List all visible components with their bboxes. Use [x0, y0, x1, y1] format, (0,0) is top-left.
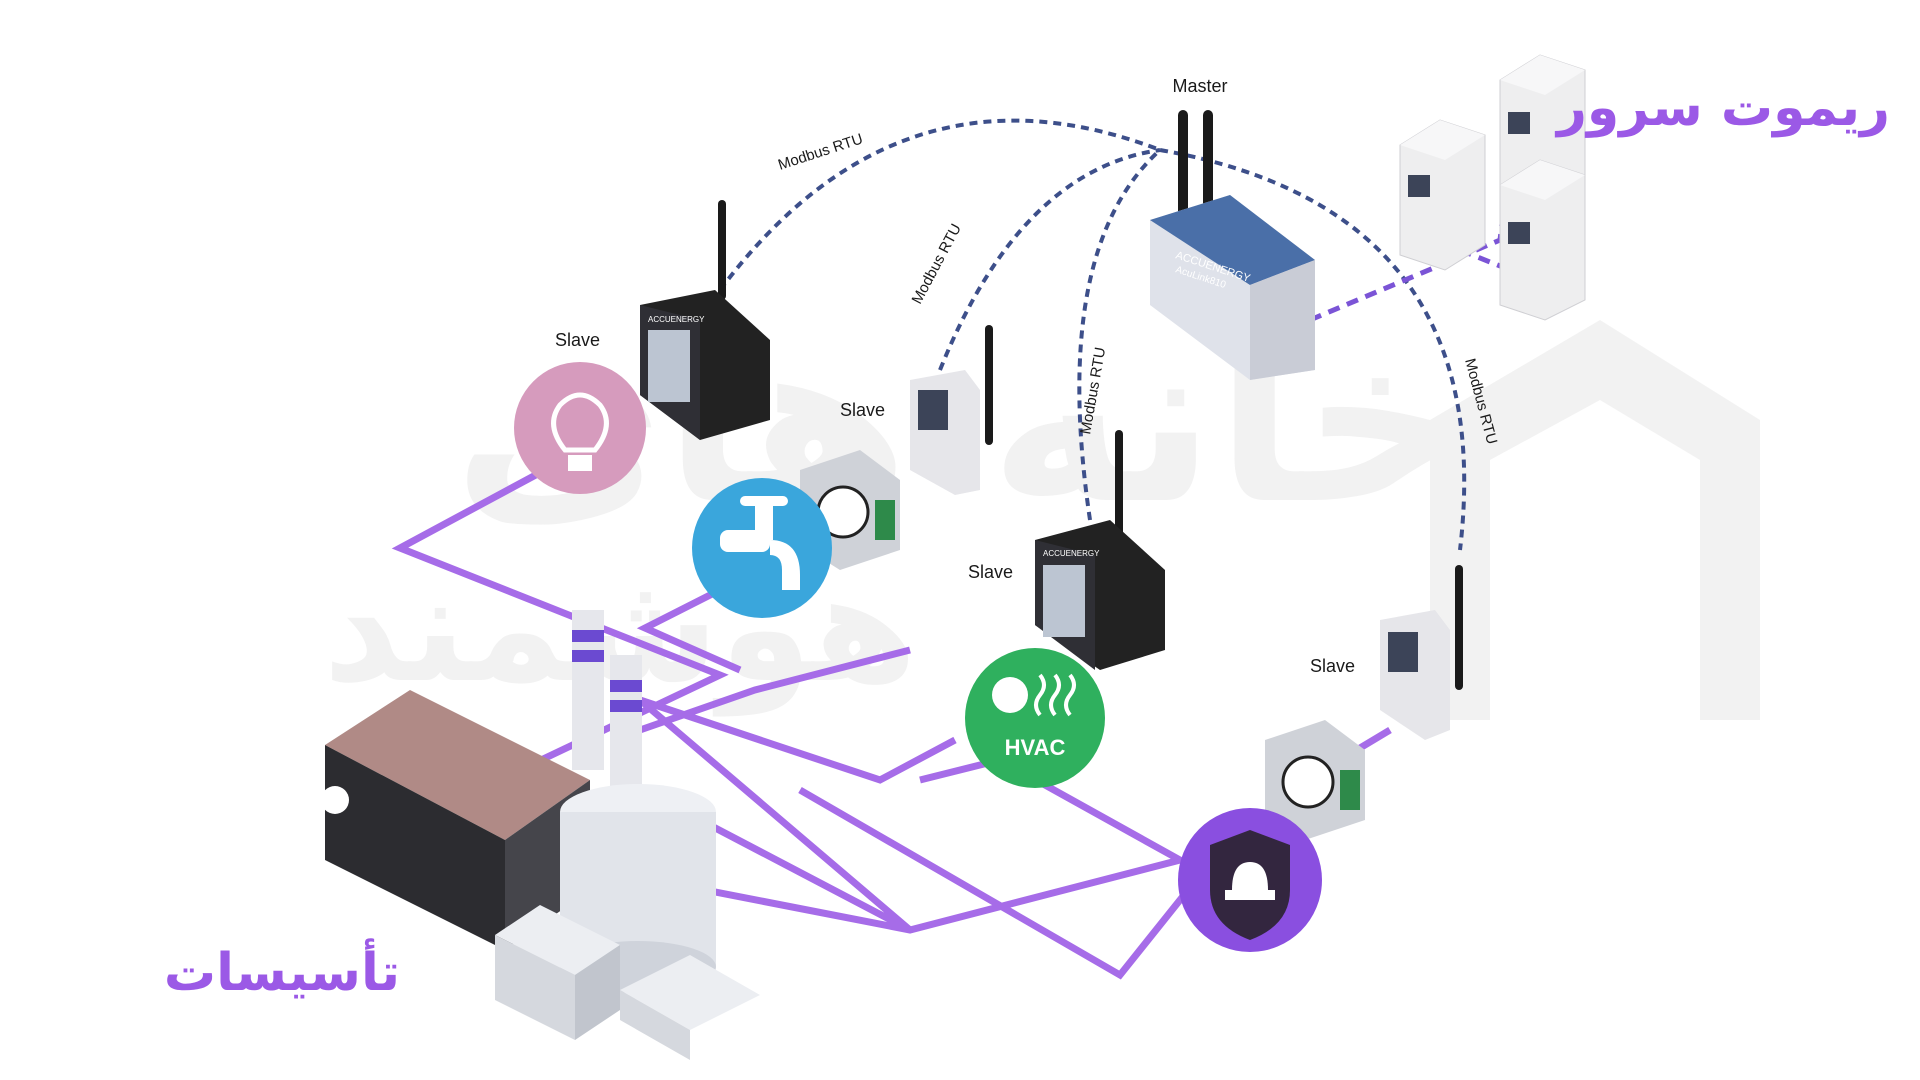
io-module-slave-4[interactable]	[1380, 565, 1463, 740]
factory-icon	[321, 610, 760, 1060]
master-gateway[interactable]: ACCUENERGY AcuLink810	[1150, 110, 1315, 380]
alarm-shield-icon[interactable]	[1178, 808, 1322, 952]
remote-server-title: ریموت سرور	[1554, 78, 1890, 138]
power-meter-slave-1[interactable]: ACCUENERGY	[640, 200, 770, 440]
water-tap-icon[interactable]	[692, 478, 832, 618]
remote-server-icon[interactable]	[1399, 54, 1586, 321]
slave-label-3: Slave	[968, 562, 1013, 582]
modbus-label-1: Modbus RTU	[776, 130, 865, 173]
master-label: Master	[1172, 76, 1227, 96]
slave-label-2: Slave	[840, 400, 885, 420]
hvac-label: HVAC	[1005, 735, 1066, 760]
hvac-icon[interactable]: HVAC	[965, 648, 1105, 788]
meter-gauge-4	[1265, 720, 1365, 840]
meter-brand-3: ACCUENERGY	[1043, 549, 1100, 558]
watermark-house-icon	[1430, 320, 1760, 720]
slave-label-4: Slave	[1310, 656, 1355, 676]
meter-brand-1: ACCUENERGY	[648, 315, 705, 324]
slave-label-1: Slave	[555, 330, 600, 350]
io-module-slave-2[interactable]	[910, 325, 993, 495]
power-meter-slave-3[interactable]: ACCUENERGY	[1035, 430, 1165, 670]
lamp-icon[interactable]	[514, 362, 646, 494]
facilities-title: تأسیسات	[164, 938, 400, 1003]
